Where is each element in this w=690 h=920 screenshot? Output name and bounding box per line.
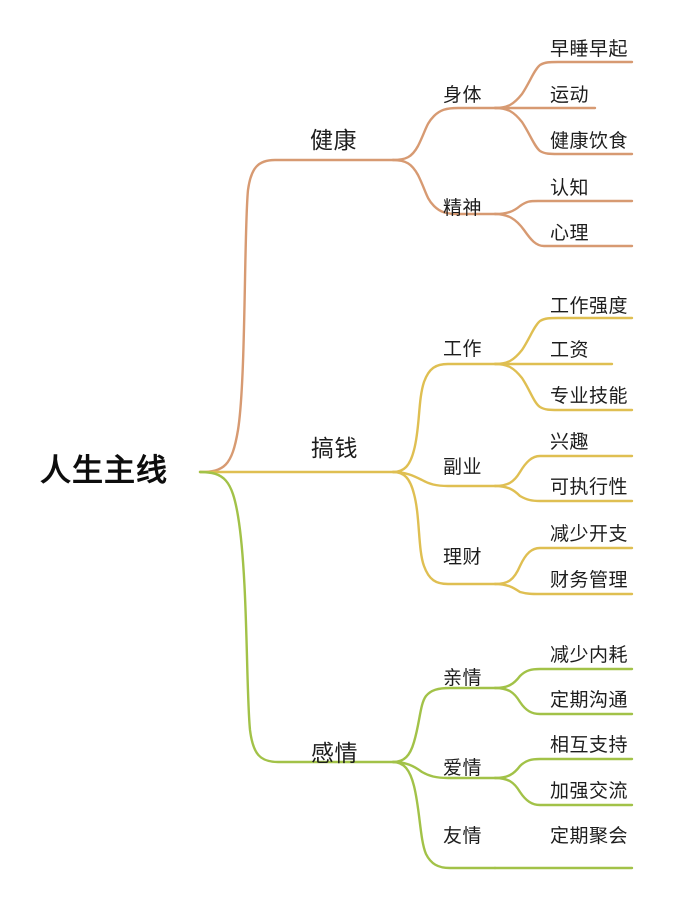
leaf-label-regular-gatherings[interactable]: 定期聚会 [550,826,629,847]
leaf-label-psychology[interactable]: 心理 [550,223,590,244]
branch-label-emotion[interactable]: 感情 [311,740,358,766]
line-finance-to-leaf-1 [493,546,634,586]
line-spirit-to-leaf-1 [493,199,634,216]
leaf-label-financial-management[interactable]: 财务管理 [550,570,629,591]
line-sidehustle-to-leaf-1 [493,454,634,488]
line-family-to-leaf-2 [493,686,634,716]
leaf-label-interest[interactable]: 兴趣 [550,432,590,453]
leaf-label-professional-skills[interactable]: 专业技能 [550,386,629,407]
node-label-family[interactable]: 亲情 [443,668,483,689]
root-node-label[interactable]: 人生主线 [40,453,168,488]
leaf-label-healthy-diet[interactable]: 健康饮食 [550,131,629,152]
line-emotion-to-love [391,760,497,780]
leaf-label-more-interaction[interactable]: 加强交流 [550,781,629,802]
line-family-to-leaf-1 [493,667,634,690]
line-sidehustle-to-leaf-2 [493,484,634,503]
node-label-body[interactable]: 身体 [443,85,483,106]
health-branch-lines [198,60,634,474]
leaf-label-feasibility[interactable]: 可执行性 [550,477,629,498]
line-body-to-leaf-3 [493,106,634,156]
leaf-label-salary[interactable]: 工资 [550,340,590,361]
node-label-friendship[interactable]: 友情 [443,826,483,847]
leaf-label-mutual-support[interactable]: 相互支持 [550,735,629,756]
line-emotion-to-family [391,686,497,764]
leaf-label-exercise[interactable]: 运动 [550,85,590,106]
node-label-love[interactable]: 爱情 [443,758,483,779]
node-label-side-hustle[interactable]: 副业 [443,457,483,478]
line-health-to-body [391,106,497,162]
line-emotion-to-friendship [391,760,497,870]
line-money-to-job [391,362,497,474]
line-root-to-health [198,158,395,474]
emotion-branch-lines [198,470,634,870]
leaf-label-early-sleep[interactable]: 早睡早起 [550,39,629,60]
line-love-to-leaf-1 [493,757,634,780]
line-spirit-to-leaf-2 [493,212,634,248]
leaf-label-work-intensity[interactable]: 工作强度 [550,296,629,317]
node-label-job[interactable]: 工作 [443,339,483,360]
line-money-to-finance [391,470,497,586]
money-branch-lines [198,316,634,596]
leaf-label-reduce-internal-friction[interactable]: 减少内耗 [550,645,629,666]
node-label-spirit[interactable]: 精神 [443,198,483,219]
line-body-to-leaf-1 [493,60,634,110]
line-finance-to-leaf-2 [493,582,634,596]
line-health-to-spirit [391,158,497,216]
leaf-label-cognition[interactable]: 认知 [550,178,590,199]
line-root-to-emotion [198,470,395,764]
branch-label-money[interactable]: 搞钱 [311,435,358,461]
leaf-label-reduce-spending[interactable]: 减少开支 [550,524,629,545]
branch-label-health[interactable]: 健康 [310,127,357,153]
line-money-to-sidehustle [391,470,497,488]
line-job-to-leaf-1 [493,316,634,366]
leaf-label-regular-communication[interactable]: 定期沟通 [550,690,629,711]
line-love-to-leaf-2 [493,776,634,807]
node-label-finance[interactable]: 理财 [443,547,483,568]
line-job-to-leaf-3 [493,362,634,412]
